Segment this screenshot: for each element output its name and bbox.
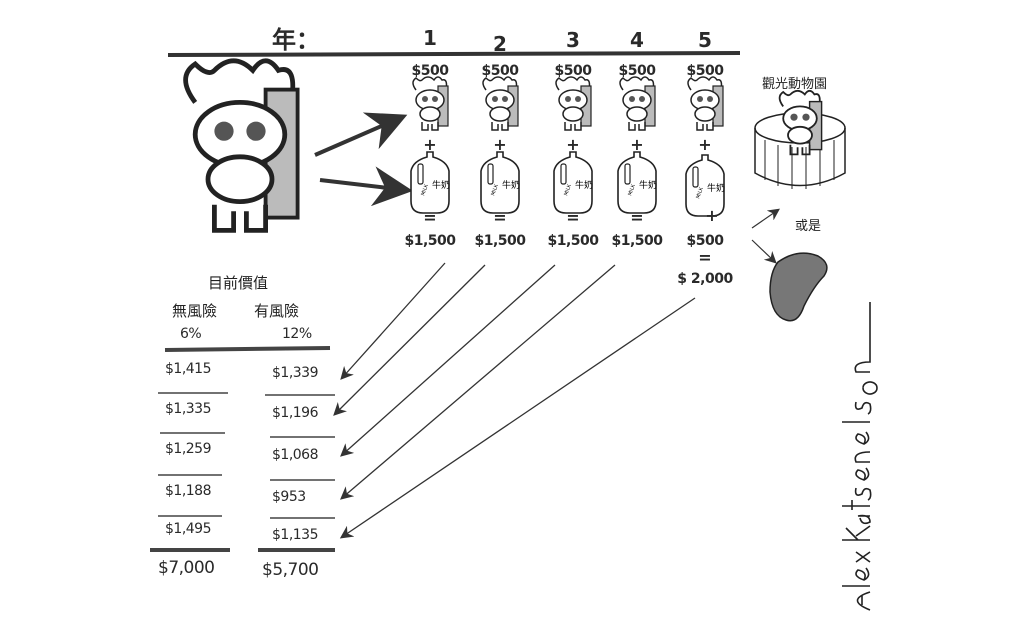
milk-brand: MILK [563,183,573,197]
milk-brand: MILK [695,186,705,200]
risky-value-year-2: $1,196 [272,405,319,421]
riskless-value-year-2: $1,335 [165,401,212,417]
year5-extra-income: $500 [686,233,724,249]
year5-plus: + [705,206,719,225]
income-year-5: $500 [686,63,724,79]
income-year-2: $500 [481,63,519,79]
plus-year-5: + [698,135,712,154]
cow-icon [687,76,724,131]
milk-label: 牛奶 [639,179,657,191]
cow-icon [619,76,656,131]
risky-rate: 12% [282,326,312,342]
total-year-1: $1,500 [404,233,456,249]
year-3: 3 [566,28,580,52]
risky-value-year-3: $1,068 [272,447,319,463]
year-4: 4 [630,28,644,52]
zoo-illustration [754,89,846,189]
timeline-rule [167,51,741,57]
income-year-3: $500 [554,63,592,79]
equals-year-4: = [630,208,644,227]
cow-icon [482,76,519,131]
plus-year-3: + [566,135,580,154]
year-2: 2 [493,32,507,56]
riskless-header: 無風險 [172,302,218,320]
arrow-to-income [314,112,408,157]
riskless-total: $7,000 [158,558,215,578]
plus-year-2: + [493,135,507,154]
risky-value-year-1: $1,339 [272,365,319,381]
riskless-value-year-3: $1,259 [165,441,212,457]
plus-year-4: + [630,135,644,154]
equals-year-2: = [493,208,507,227]
risky-header: 有風險 [254,302,300,320]
riskless-rate: 6% [180,326,202,342]
milk-brand: MILK [627,183,637,197]
total-year-4: $1,500 [611,233,663,249]
risky-total: $5,700 [262,560,319,580]
arrow-to-milk [319,166,413,207]
year5-equals: = [698,248,712,267]
milk-label: 牛奶 [575,179,593,191]
cow-icon [555,76,592,131]
year-1: 1 [423,26,437,50]
signature [842,302,878,611]
income-year-4: $500 [618,63,656,79]
cow-illustration [186,61,298,231]
milk-label: 牛奶 [432,179,450,191]
or-label: 或是 [795,219,822,234]
plus-year-1: + [423,135,437,154]
milk-brand: MILK [490,183,500,197]
riskless-value-year-4: $1,188 [165,483,212,499]
milk-label: 牛奶 [502,179,520,191]
zoo-label: 觀光動物園 [762,77,828,92]
steak-illustration [769,252,828,322]
equals-year-1: = [423,208,437,227]
year-5: 5 [698,28,712,52]
total-year-3: $1,500 [547,233,599,249]
riskless-value-year-1: $1,415 [165,361,212,377]
risky-value-year-4: $953 [272,489,306,505]
milk-brand: MILK [420,183,430,197]
year5-total: $ 2,000 [677,271,733,287]
riskless-value-year-5: $1,495 [165,521,212,537]
equals-year-3: = [566,208,580,227]
present-value-title: 目前價值 [208,274,269,292]
milk-label: 牛奶 [707,182,725,194]
income-year-1: $500 [411,63,449,79]
total-year-2: $1,500 [474,233,526,249]
risky-value-year-5: $1,135 [272,527,319,543]
year-label: 年： [272,26,320,54]
cow-icon [412,76,449,131]
